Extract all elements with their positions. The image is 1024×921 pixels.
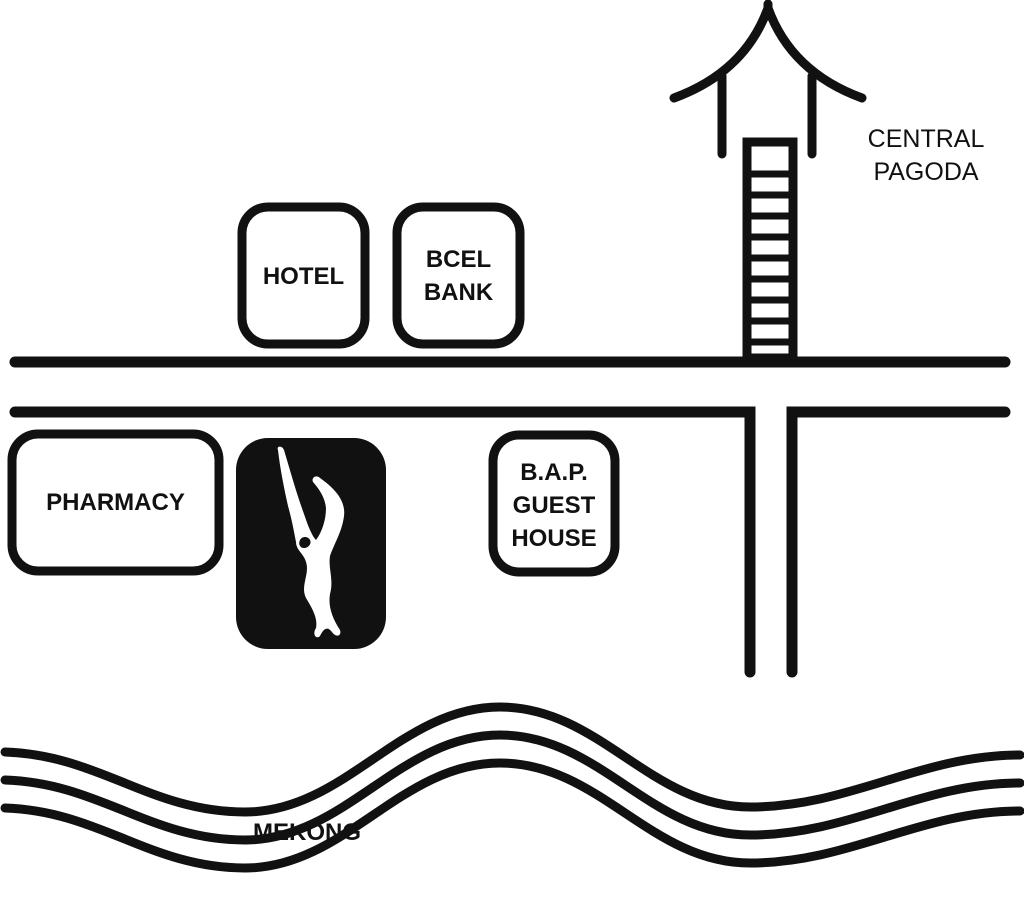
hotel-box [237,202,370,349]
hotel-label: HOTEL [263,263,344,290]
roads [9,356,1011,678]
guesthouse-label-line1: B.A.P. [520,459,588,486]
bank-marker: BCEL BANK [392,202,525,349]
hotel-marker: HOTEL [237,202,370,349]
pharmacy-box [7,429,224,576]
dancer-figure [277,446,345,638]
river-wave-1 [0,702,1024,817]
guesthouse-label-line3: HOUSE [511,525,596,552]
bank-label-line2: BANK [424,279,494,306]
bank-label-line1: BCEL [426,246,491,273]
pagoda-roof [669,3,867,103]
dancer-detail [299,537,311,548]
guesthouse-marker: B.A.P. GUEST HOUSE [488,430,620,577]
bank-box [392,202,525,349]
pharmacy-label: PHARMACY [46,489,185,516]
main-road-south-edge-west [9,406,756,678]
pagoda-label-line1: CENTRAL [868,125,985,153]
pagoda-icon [669,0,867,363]
pagoda-label-line2: PAGODA [873,158,978,186]
side-road-east-edge [786,406,1011,678]
dancer-logo-icon [236,438,386,649]
guesthouse-label-line2: GUEST [513,492,596,519]
pharmacy-marker: PHARMACY [7,429,224,576]
river-label: MEKONG [253,819,361,846]
river-wave-2 [0,730,1024,845]
mekong-river [0,702,1024,873]
guesthouse-box [488,430,620,577]
pagoda-stair-steps [747,170,793,346]
river-wave-3 [0,758,1024,873]
